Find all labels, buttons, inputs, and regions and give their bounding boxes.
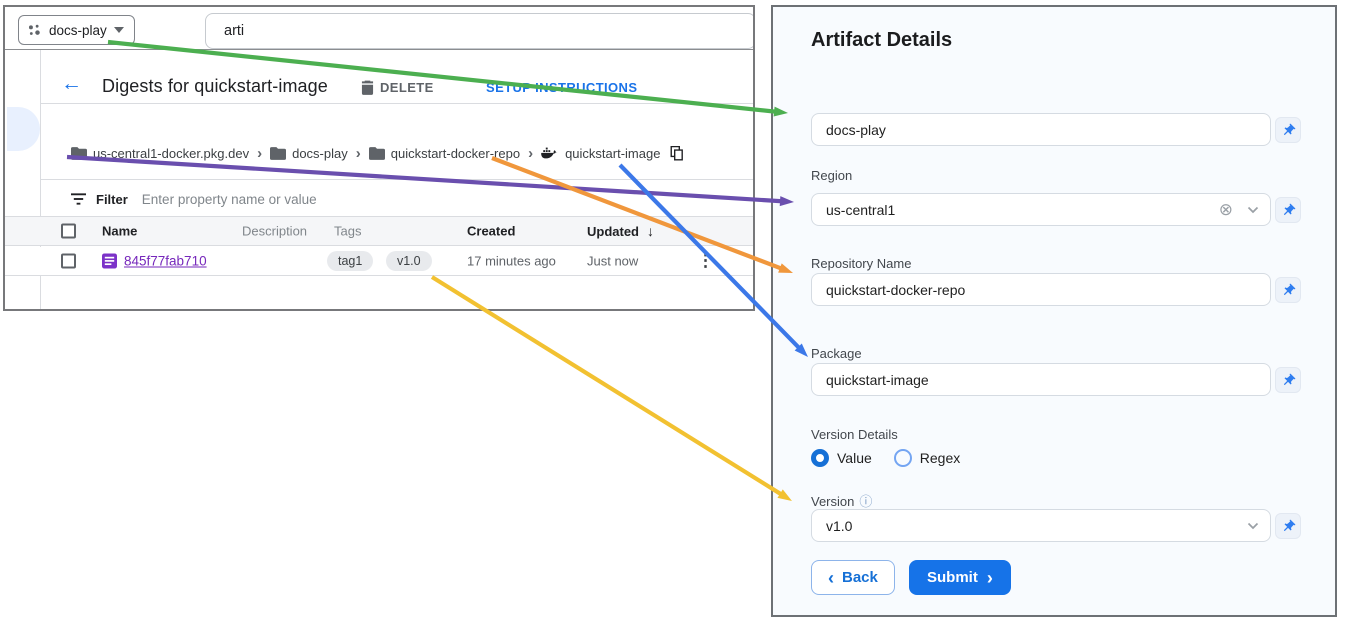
package-field [811, 363, 1271, 396]
project-selector-label: docs-play [49, 22, 107, 38]
version-input[interactable] [811, 509, 1271, 542]
tag-chip[interactable]: tag1 [327, 251, 374, 271]
folder-icon [270, 146, 287, 160]
console-screenshot: docs-play ← Digests for quickstart-image… [3, 5, 755, 311]
back-button[interactable]: ‹ Back [811, 560, 895, 595]
updated-cell: Just now [587, 253, 639, 269]
pin-button[interactable] [1275, 513, 1301, 539]
sort-descending-icon: ↓ [647, 223, 654, 239]
console-topbar: docs-play [5, 7, 753, 50]
chevron-down-icon[interactable] [1247, 522, 1259, 530]
back-arrow-icon[interactable]: ← [61, 72, 82, 95]
chevron-right-icon: › [355, 144, 361, 162]
chevron-right-icon: › [986, 567, 993, 588]
digest-icon [102, 253, 117, 269]
chevron-left-icon: ‹ [828, 567, 834, 588]
column-header-updated[interactable]: Updated↓ [587, 223, 654, 239]
radio-unselected-icon [893, 449, 912, 467]
breadcrumb: us-central1-docker.pkg.dev › docs-play ›… [71, 144, 684, 162]
version-details-radio-group: Value Regex [811, 449, 960, 467]
package-input[interactable] [811, 363, 1271, 396]
delete-button[interactable]: DELETE [361, 80, 434, 95]
folder-icon [71, 146, 87, 160]
repository-field [811, 273, 1271, 306]
breadcrumb-item-repository[interactable]: quickstart-docker-repo [368, 146, 520, 161]
clear-icon[interactable]: ⊗ [1218, 200, 1233, 219]
tag-chip[interactable]: v1.0 [385, 251, 432, 271]
sidebar-selected-highlight [7, 107, 40, 151]
digest-link[interactable]: 845f77fab710 [124, 253, 207, 269]
column-header-name: Name [102, 223, 138, 239]
project-field [811, 113, 1271, 146]
project-selector-button[interactable]: docs-play [18, 15, 135, 45]
filter-icon [71, 193, 86, 205]
table-row: 845f77fab710 tag1 v1.0 17 minutes ago Ju… [5, 247, 753, 276]
chevron-down-icon [113, 27, 124, 33]
filter-placeholder: Enter property name or value [141, 191, 317, 207]
version-field [811, 509, 1271, 542]
project-switcher-icon [27, 23, 42, 38]
pin-button[interactable] [1275, 117, 1301, 143]
created-cell: 17 minutes ago [467, 253, 556, 269]
panel-title: Artifact Details [811, 29, 953, 51]
row-overflow-menu-icon[interactable]: ⋮ [697, 251, 714, 270]
header-divider [40, 103, 753, 104]
delete-button-label: DELETE [380, 80, 434, 95]
filter-bar[interactable]: Filter Enter property name or value [71, 188, 317, 210]
select-all-checkbox[interactable] [61, 223, 76, 239]
chevron-right-icon: › [528, 144, 534, 162]
version-details-label: Version Details [811, 427, 898, 442]
package-label: Package [811, 346, 862, 361]
column-header-description: Description [242, 223, 308, 239]
trash-icon [361, 80, 374, 95]
pin-button[interactable] [1275, 197, 1301, 223]
breadcrumb-item-package[interactable]: quickstart-image [541, 146, 660, 161]
folder-icon [368, 146, 385, 160]
region-label: Region [811, 168, 853, 183]
page-title: Digests for quickstart-image [102, 76, 328, 96]
breadcrumb-item-registry[interactable]: us-central1-docker.pkg.dev [71, 146, 249, 161]
info-icon[interactable]: ⓘ [859, 494, 873, 509]
artifact-details-panel: Artifact Details Region ⊗ Repository Nam… [771, 5, 1337, 617]
row-checkbox[interactable] [61, 253, 76, 269]
docker-whale-icon [541, 146, 559, 160]
table-header-row: Name Description Tags Created Updated↓ [5, 216, 753, 246]
region-input[interactable] [811, 193, 1271, 226]
filter-label: Filter [96, 191, 128, 207]
setup-instructions-button[interactable]: SETUP INSTRUCTIONS [486, 80, 638, 95]
pin-button[interactable] [1275, 277, 1301, 303]
submit-button[interactable]: Submit › [909, 560, 1011, 595]
search-input[interactable] [206, 14, 753, 48]
column-header-tags: Tags [334, 223, 362, 239]
repository-input[interactable] [811, 273, 1271, 306]
column-header-created: Created [467, 223, 516, 239]
radio-selected-icon [811, 449, 829, 467]
console-search-box [205, 13, 753, 49]
copy-icon[interactable] [670, 145, 684, 161]
chevron-right-icon: › [257, 144, 263, 162]
chevron-down-icon[interactable] [1247, 206, 1259, 214]
project-input[interactable] [811, 113, 1271, 146]
repository-name-label: Repository Name [811, 256, 912, 271]
filter-divider [40, 179, 753, 180]
region-field: ⊗ [811, 193, 1271, 226]
breadcrumb-item-project[interactable]: docs-play [270, 146, 348, 161]
radio-option-value[interactable]: Value [811, 449, 872, 467]
radio-option-regex[interactable]: Regex [893, 449, 960, 467]
pin-button[interactable] [1275, 367, 1301, 393]
